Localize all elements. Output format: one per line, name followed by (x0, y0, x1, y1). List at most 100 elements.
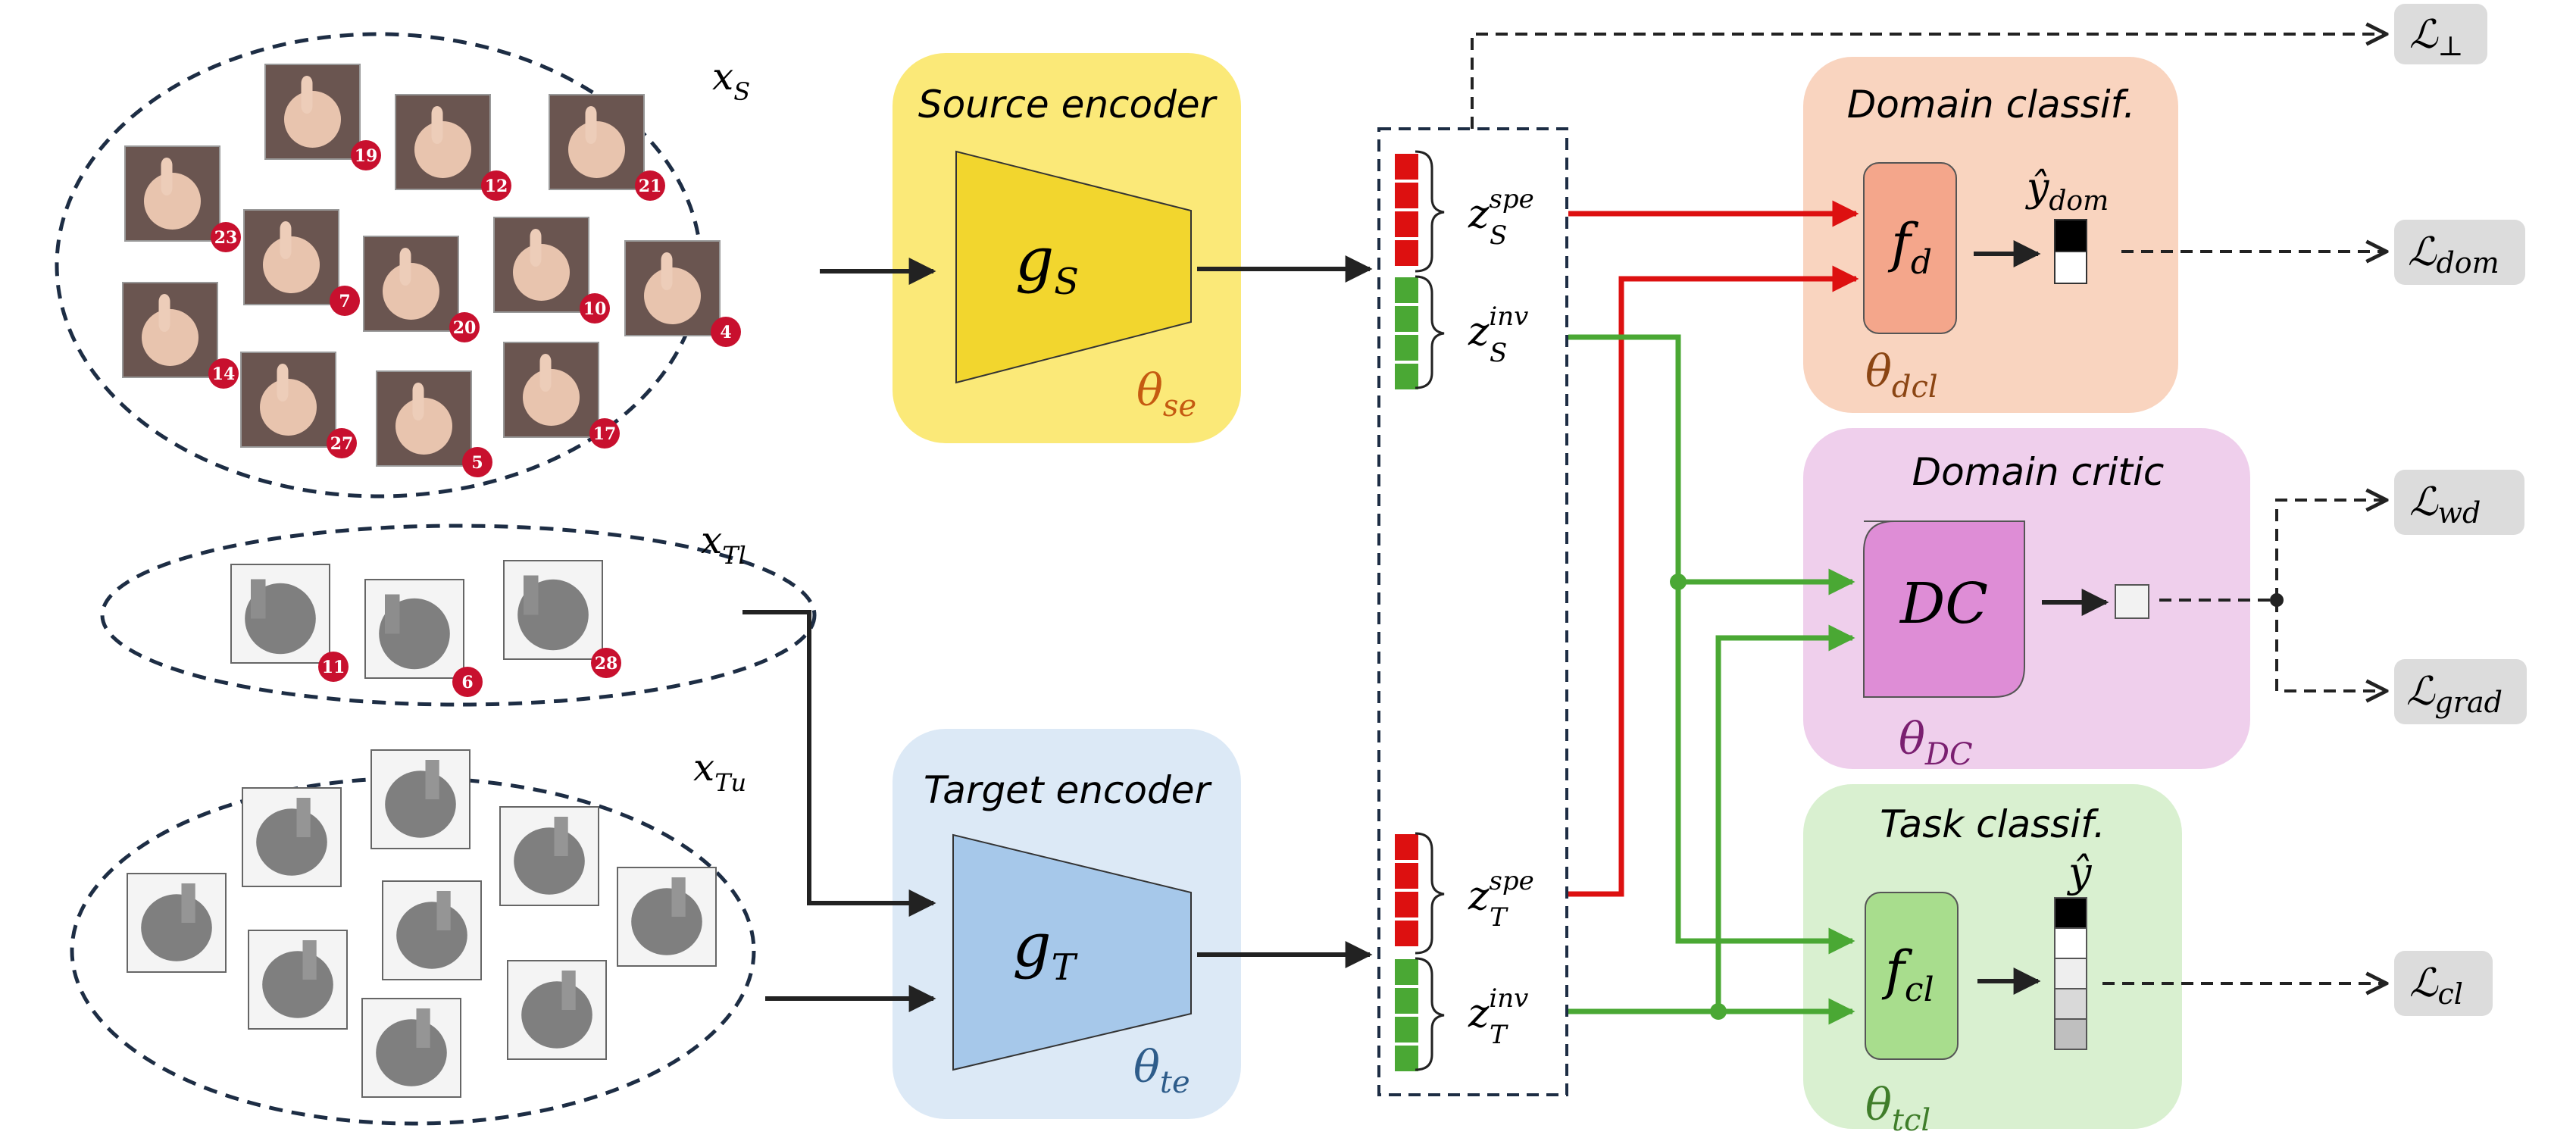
source-class-badge: 19 (351, 140, 381, 170)
source-specific-cell (1393, 210, 1420, 239)
task-output-cell (2054, 1018, 2087, 1050)
task-output-cell (2054, 927, 2087, 959)
task-classifier: Task classif. fcl ŷ θtcl (1803, 784, 2182, 1138)
source-class-badge: 4 (711, 317, 741, 347)
domain-output-label: ŷdom (2025, 165, 2109, 217)
junction-dot-inv-src (1670, 574, 1687, 590)
task-output-label: ŷ (2067, 849, 2093, 896)
svg-text:ℒgrad: ℒgrad (2406, 669, 2503, 719)
svg-text:ℒcl: ℒcl (2409, 961, 2463, 1011)
domain-critic-block (1863, 520, 2025, 698)
source-class-badge: 27 (327, 428, 357, 458)
source-class-badge: 17 (589, 418, 620, 449)
source-class-badge: 20 (449, 312, 480, 342)
target-specific-cell (1393, 890, 1420, 919)
source-hand-image: 19 (264, 64, 381, 170)
svg-text:10: 10 (583, 299, 607, 319)
svg-text:ℒwd: ℒwd (2409, 480, 2481, 530)
target-specific-cell (1393, 919, 1420, 948)
svg-text:ℒdom: ℒdom (2408, 230, 2499, 280)
source-class-badge: 21 (635, 170, 665, 201)
target-invariant-cell (1393, 1015, 1420, 1044)
target-class-badge: 6 (452, 667, 483, 697)
source-hand-image: 20 (363, 236, 480, 342)
source-specific-cell (1393, 239, 1420, 267)
source-hand-image: 12 (395, 94, 511, 201)
target-unlabeled-depth-image (242, 787, 342, 887)
svg-text:27: 27 (330, 434, 354, 454)
specific-connections (1568, 200, 1859, 897)
target-unlabeled-depth-image (370, 749, 470, 849)
target-invariant-cell (1393, 986, 1420, 1015)
source-hand-image: 4 (624, 240, 741, 347)
task-output-vector (2054, 897, 2087, 1050)
source-class-badge: 5 (462, 447, 492, 477)
source-hand-image: 5 (376, 370, 492, 477)
target-unlabeled-depth-image (248, 930, 348, 1030)
target-labeled-set: xTl 11 6 28 (100, 518, 817, 707)
svg-text:23: 23 (214, 228, 238, 248)
target-encoder-title: Target encoder (924, 768, 1213, 812)
target-specific-cell (1393, 861, 1420, 890)
feature-cells (1393, 152, 1420, 1073)
input-arrows (742, 255, 1373, 1012)
domain-classifier-block (1863, 162, 1957, 334)
target-invariant-cell (1393, 958, 1420, 986)
source-set-label: xS (712, 55, 750, 106)
target-class-badge: 11 (318, 652, 349, 682)
source-hand-image: 14 (122, 282, 239, 389)
domain-classifier-param: θdcl (1865, 345, 1938, 405)
source-invariant-cell (1393, 333, 1420, 362)
target-unlabeled-depth-image (499, 806, 599, 906)
svg-text:28: 28 (595, 654, 618, 674)
task-classifier-title: Task classif. (1880, 802, 2105, 846)
loss-orthogonal: ℒ⊥ (2394, 4, 2487, 64)
target-labeled-depth-image: 6 (364, 579, 483, 697)
source-invariant-cell (1393, 305, 1420, 333)
domain-critic: Domain critic DC θDC (1803, 428, 2250, 772)
target-unlabeled-depth-image (507, 960, 607, 1060)
task-output-cell (2054, 897, 2087, 929)
target-encoder-param: θte (1133, 1041, 1190, 1100)
target-labeled-label: xTl (701, 518, 746, 570)
source-hand-image: 10 (493, 217, 610, 324)
task-output-cell (2054, 958, 2087, 989)
svg-text:7: 7 (339, 292, 350, 311)
source-hand-image: 27 (240, 352, 357, 458)
source-hand-image: 7 (243, 209, 360, 316)
source-class-badge: 12 (481, 170, 511, 201)
domain-critic-output (2115, 584, 2149, 619)
target-unlabeled-depth-image (361, 998, 461, 1098)
source-encoder-function: gS (1015, 224, 1079, 303)
target-encoder-function: gT (1012, 910, 1077, 989)
source-class-badge: 14 (208, 358, 239, 389)
task-classifier-block (1865, 892, 1959, 1060)
domain-critic-function: DC (1899, 571, 1988, 636)
feature-braces (1415, 150, 1445, 1071)
critic-split-dot (2270, 593, 2284, 607)
svg-text:6: 6 (461, 673, 473, 692)
domain-classifier: Domain classif. fd ŷdom θdcl (1803, 57, 2178, 413)
source-hand-image: 17 (503, 342, 620, 449)
svg-text:ℒ⊥: ℒ⊥ (2409, 12, 2463, 62)
target-unlabeled-image-grid (127, 749, 717, 1098)
task-classifier-param: θtcl (1865, 1079, 1930, 1138)
source-class-badge: 7 (330, 286, 360, 316)
svg-text:11: 11 (322, 658, 345, 677)
target-encoder: Target encoder gT θte (893, 729, 1241, 1119)
svg-text:12: 12 (485, 177, 508, 196)
source-encoder-trapezoid (955, 150, 1192, 384)
svg-text:21: 21 (639, 177, 662, 196)
domain-critic-title: Domain critic (1912, 450, 2165, 494)
target-unlabeled-set: xTu (70, 746, 756, 1126)
task-output-cell (2054, 988, 2087, 1020)
svg-text:4: 4 (720, 323, 731, 342)
domain-classifier-title: Domain classif. (1847, 83, 2136, 127)
source-image-grid: 19 12 21 23 7 20 10 4 14 27 5 17 (122, 64, 741, 477)
source-specific-cell (1393, 152, 1420, 181)
